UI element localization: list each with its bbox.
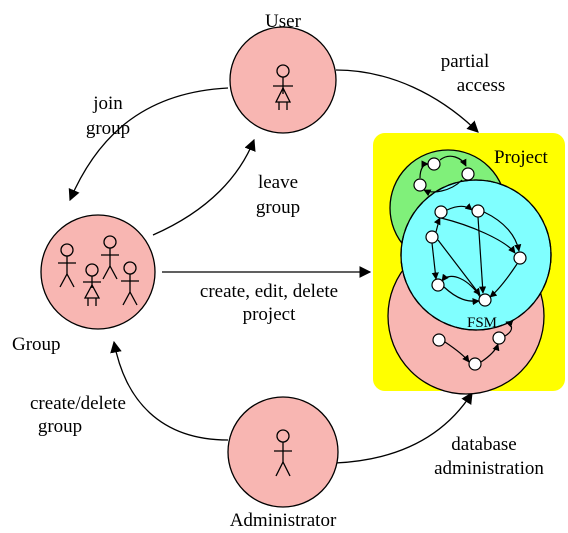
edge-partial-access xyxy=(335,69,479,133)
edge-label-join-group: join group xyxy=(86,93,130,139)
edge-label-create-delete-group: create/delete group xyxy=(30,393,126,437)
edge-label-leave-group: leave group xyxy=(256,172,300,218)
edge-join-group xyxy=(68,87,229,202)
edge-label-leave-group-line1: leave xyxy=(258,172,298,193)
group-people-icon xyxy=(58,235,139,306)
fsm-pink-graph xyxy=(432,320,514,371)
edge-label-create-project: create, edit, delete project xyxy=(200,281,338,325)
edge-database-admin xyxy=(334,392,473,464)
edge-label-leave-group-line2: group xyxy=(256,197,300,218)
edge-label-database-admin-line2: administration xyxy=(434,458,544,479)
edge-label-create-delete-group-line2: group xyxy=(38,416,82,437)
edge-label-create-project-line1: create, edit, delete xyxy=(200,281,338,302)
user-label: User xyxy=(265,11,302,32)
edge-leave-group xyxy=(152,138,256,236)
user-node xyxy=(229,26,337,134)
fsm-cyan-graph xyxy=(425,203,527,307)
edge-label-join-group-line2: group xyxy=(86,118,130,139)
edge-label-partial-access-line1: partial xyxy=(441,51,490,72)
project-label: Project xyxy=(494,147,549,168)
administrator-person-icon xyxy=(274,429,292,477)
edge-label-create-delete-group-line1: create/delete xyxy=(30,393,126,414)
edge-create-delete-group xyxy=(110,340,229,441)
administrator-node xyxy=(227,396,339,508)
edge-label-create-project-line2: project xyxy=(243,304,296,325)
edge-label-join-group-line1: join xyxy=(92,93,123,114)
edge-label-partial-access-line2: access xyxy=(457,75,506,96)
group-label: Group xyxy=(12,334,61,355)
fsm-green-graph xyxy=(413,155,475,197)
edge-label-database-admin-line1: database xyxy=(451,434,516,455)
fsm-label: FSM xyxy=(467,315,497,331)
administrator-label: Administrator xyxy=(230,510,337,531)
user-person-icon xyxy=(273,64,293,110)
edge-label-database-admin: database administration xyxy=(434,434,544,479)
group-node xyxy=(40,214,156,330)
edge-label-partial-access: partial access xyxy=(441,51,506,96)
